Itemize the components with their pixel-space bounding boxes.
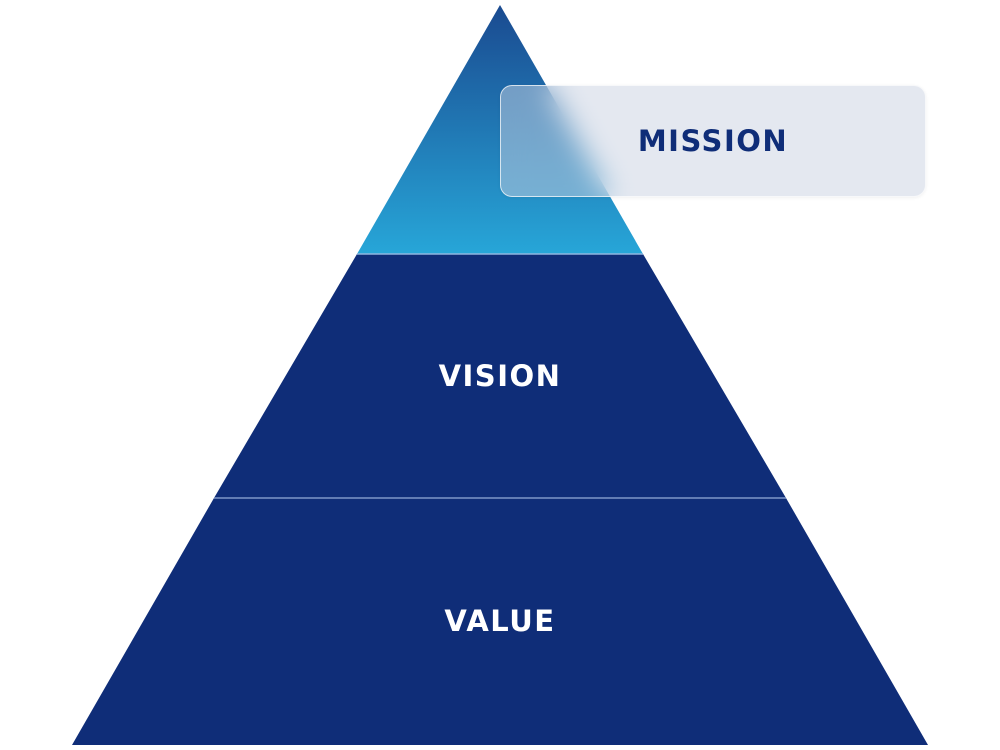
value-label: VALUE (444, 604, 556, 638)
vision-label: VISION (438, 359, 562, 393)
pyramid-tier-vision (214, 254, 786, 498)
mission-label: MISSION (637, 124, 789, 158)
mission-label-card: MISSION (500, 85, 926, 197)
pyramid-tier-value (72, 498, 928, 745)
